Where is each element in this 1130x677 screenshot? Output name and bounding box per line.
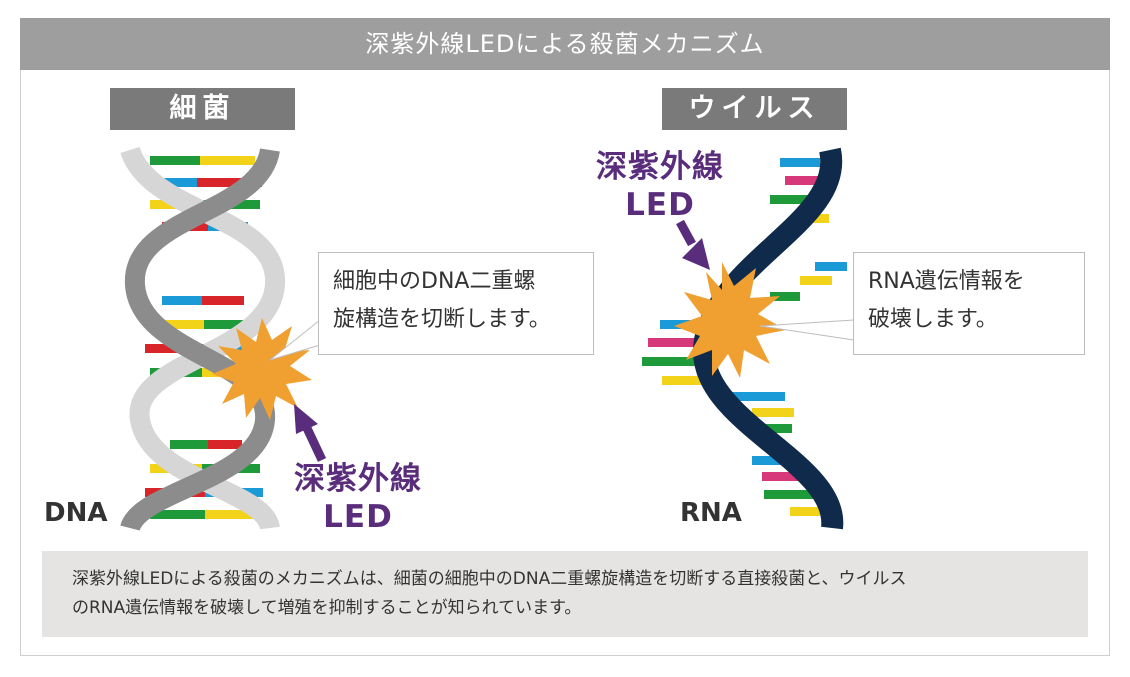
bacteria-label: 細菌 — [110, 88, 295, 130]
rna-uv-arrow — [676, 219, 710, 270]
caption-line-1: 深紫外線LEDによる殺菌のメカニズムは、細菌の細胞中のDNA二重螺旋構造を切断す… — [72, 569, 907, 589]
caption-line-2: のRNA遺伝情報を破壊して増殖を抑制することが知られています。 — [72, 598, 582, 618]
dna-strand-label: DNA — [44, 498, 108, 528]
rna-uv-label-line-2: LED — [625, 187, 695, 223]
dna-uv-arrow — [294, 404, 327, 462]
dna-uv-label-line-2: LED — [323, 499, 393, 535]
caption-box: 深紫外線LEDによる殺菌のメカニズムは、細菌の細胞中のDNA二重螺旋構造を切断す… — [42, 551, 1088, 637]
rna-callout-line-2: 破壊します。 — [868, 307, 998, 332]
rna-callout-pointer — [759, 319, 855, 341]
rna-uv-burst — [674, 262, 786, 378]
dna-callout-line-2: 旋構造を切断します。 — [333, 307, 551, 332]
virus-label: ウイルス — [662, 88, 847, 130]
dna-uv-label-line-1: 深紫外線 — [294, 461, 422, 497]
dna-callout: 細胞中のDNA二重螺 旋構造を切断します。 — [318, 252, 594, 355]
dna-callout-pointer — [269, 319, 321, 361]
dna-uv-burst — [212, 318, 312, 420]
rna-uv-label: 深紫外線 LED — [590, 148, 730, 224]
rna-callout: RNA遺伝情報を 破壊します。 — [853, 252, 1085, 355]
rna-strand-label: RNA — [680, 498, 742, 528]
rna-callout-line-1: RNA遺伝情報を — [868, 269, 1025, 294]
rna-uv-label-line-1: 深紫外線 — [596, 149, 724, 185]
figure-title: 深紫外線LEDによる殺菌メカニズム — [20, 18, 1110, 70]
dna-helix — [120, 146, 286, 533]
dna-uv-label: 深紫外線 LED — [288, 460, 428, 536]
dna-callout-line-1: 細胞中のDNA二重螺 — [333, 269, 536, 294]
